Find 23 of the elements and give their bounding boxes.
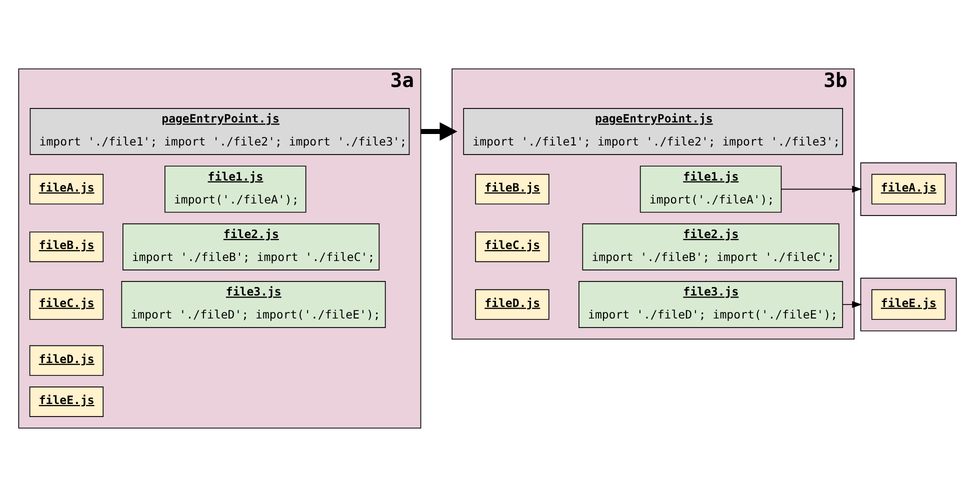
node-box: fileB.js xyxy=(29,232,104,262)
arrow xyxy=(420,122,458,141)
node-box: pageEntryPoint.js import './file1'; import './file2'; import './file3'; xyxy=(30,108,410,155)
node-box: fileD.js xyxy=(29,345,104,376)
node-box: fileC.js xyxy=(475,232,550,262)
node-box: pageEntryPoint.js import './file1'; import './file2'; import './file3'; xyxy=(463,108,844,155)
node-box: file1.js import('./fileA'); xyxy=(640,166,782,213)
node-box: fileE.js xyxy=(871,289,946,320)
cluster xyxy=(860,162,957,216)
node-box: fileE.js xyxy=(29,386,104,417)
node-box: file1.js import('./fileA'); xyxy=(164,166,306,213)
node-box: fileB.js xyxy=(475,174,550,204)
node-box: fileC.js xyxy=(29,289,104,320)
cluster xyxy=(860,278,957,332)
node-box: file2.js import './fileB'; import './fileC'; xyxy=(582,223,840,270)
node-box: fileA.js xyxy=(871,174,946,204)
node-box: file3.js import './fileD'; import('./fileE'); xyxy=(121,281,386,328)
node-box: fileD.js xyxy=(475,289,550,320)
node-box: file3.js import './fileD'; import('./fileE'); xyxy=(578,281,844,328)
node-box: fileA.js xyxy=(29,174,104,204)
arrow xyxy=(842,301,862,308)
node-box: file2.js import './fileB'; import './fileC'; xyxy=(122,223,380,270)
arrow xyxy=(781,186,862,193)
